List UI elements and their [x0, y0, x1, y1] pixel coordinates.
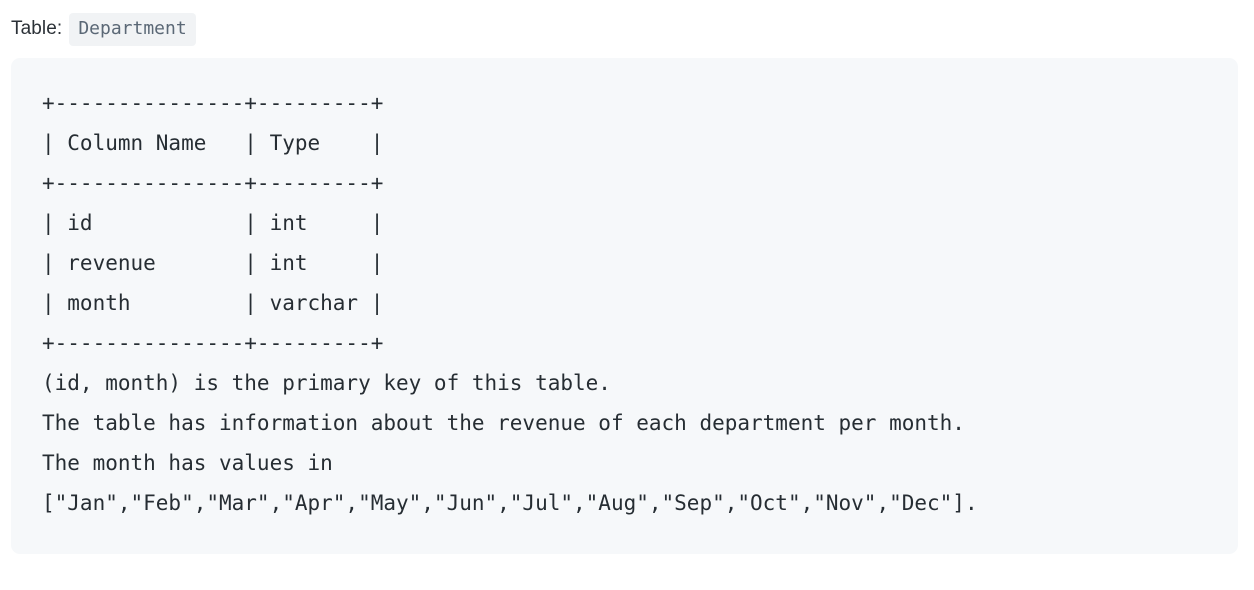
table-label: Table:	[11, 18, 63, 39]
description-primary-key: (id, month) is the primary key of this t…	[42, 371, 611, 395]
schema-row-month: | month | varchar |	[42, 291, 384, 315]
schema-border-top: +---------------+---------+	[42, 91, 384, 115]
schema-border-bottom: +---------------+---------+	[42, 331, 384, 355]
schema-row-revenue: | revenue | int |	[42, 251, 384, 275]
schema-header-row: | Column Name | Type |	[42, 131, 384, 155]
table-title-row: Table: Department	[11, 12, 196, 46]
schema-row-id: | id | int |	[42, 211, 384, 235]
description-month-intro: The month has values in	[42, 451, 333, 475]
schema-border-mid: +---------------+---------+	[42, 171, 384, 195]
description-month-values: ["Jan","Feb","Mar","Apr","May","Jun","Ju…	[42, 491, 978, 515]
table-name-badge: Department	[69, 12, 196, 46]
schema-panel: +---------------+---------+ | Column Name…	[11, 58, 1238, 554]
schema-code-block: +---------------+---------+ | Column Name…	[42, 83, 978, 523]
description-table-info: The table has information about the reve…	[42, 411, 965, 435]
